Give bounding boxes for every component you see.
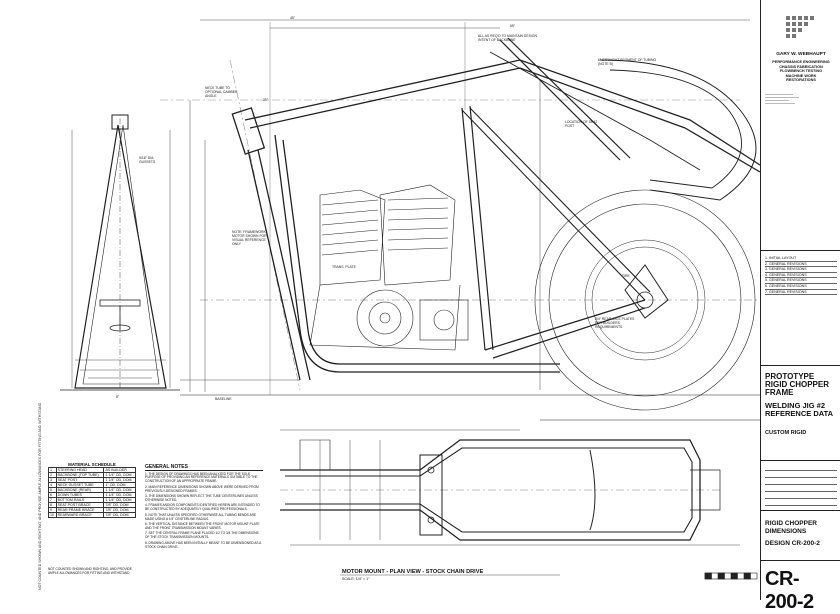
wheelbase-label: 65" xyxy=(510,24,515,28)
overall-length-label: 45" xyxy=(290,16,295,20)
company-logo xyxy=(786,16,814,38)
axle-note: 3/4" REAR AXLE PLATES PER BUILDERS REQUI… xyxy=(595,317,635,330)
front-view xyxy=(60,114,180,391)
backbone-note: ALL AS REQ'D TO MAINTAIN DESIGN INTENT O… xyxy=(478,34,537,43)
frame-drawing xyxy=(60,19,761,580)
revision-row: 6. GENERAL REVISIONS xyxy=(765,284,837,290)
project-model: CUSTOM RIGID xyxy=(765,430,807,436)
seat-post-note: LOCATION OF SEAT POST xyxy=(565,120,598,129)
company-name: GARY W. WEBHAUPT xyxy=(776,52,826,57)
motor-note: NOTE: FRAMEWORK MOTOR SHOWN FOR VISUAL R… xyxy=(232,230,267,247)
front-view-dim: 8" xyxy=(116,395,120,399)
material-item-spec: 1 1/4" OD, DOM xyxy=(103,487,136,493)
revision-row: 2. GENERAL REVISIONS xyxy=(765,262,837,268)
rake-label: 35° xyxy=(263,98,269,102)
revision-row: 4. GENERAL REVISIONS xyxy=(765,273,837,279)
revision-row: 3. GENERAL REVISIONS xyxy=(765,267,837,273)
drawing-info xyxy=(765,464,837,506)
general-note-item: 3. THE DIMENSIONS SHOWN REFLECT THE TUBE… xyxy=(145,494,258,502)
service-item: CHASSIS FABRICATION xyxy=(779,64,823,69)
material-schedule-title: MATERIAL SCHEDULE xyxy=(68,462,116,467)
stretch-note: 6" STRAIGHT SEGMENT OF TUBING (NOTE B) xyxy=(598,58,657,67)
plan-view-scale: SCALE: 1/4" = 1" xyxy=(342,577,370,581)
general-note-item: 6. THE VERTICAL DISTANCE BETWEEN THE FRO… xyxy=(145,521,260,530)
plan-view xyxy=(280,419,760,546)
revision-row: 1. INITIAL LAYOUT xyxy=(765,256,837,262)
general-note-item: 1. THE DESIGN OF DRAWINGS HAS BEEN ANALY… xyxy=(145,471,258,484)
drawing-sheet: 45" 65" 6" STRAIGHT SEGMENT OF TUBING (N… xyxy=(38,16,761,590)
material-item-spec: 1 1/4" OD, DOM xyxy=(103,472,136,478)
drawing-number: CR-200-2 xyxy=(765,568,814,613)
sheet-title: RIGID CHOPPER DIMENSIONS xyxy=(765,520,818,535)
project-title: PROTOTYPE RIGID CHOPPER FRAME xyxy=(765,372,830,397)
neck-note: NECK TUBE TO OPTIONAL CAMBER ANGLE xyxy=(205,86,238,99)
company-address xyxy=(765,92,837,106)
scale-bar xyxy=(704,572,758,580)
design-number: DESIGN CR-200-2 xyxy=(765,540,820,547)
general-notes: GENERAL NOTES 1. THE DESIGN OF DRAWINGS … xyxy=(145,464,263,549)
baseline-label: BASELINE xyxy=(215,397,232,401)
general-note-item: 2. MAIN REFERENCE DIMENSIONS SHOWN ABOVE… xyxy=(145,484,259,493)
title-block: GARY W. WEBHAUPT PERFORMANCE ENGINEERING… xyxy=(760,0,840,613)
material-item-spec: 1 1/4" OD, DOM xyxy=(103,477,136,483)
service-item: MACHINE WORK xyxy=(785,73,817,78)
service-item: RESTORATIONS xyxy=(786,78,816,83)
revision-row: 5. GENERAL REVISIONS xyxy=(765,278,837,284)
general-notes-title: GENERAL NOTES xyxy=(145,464,263,471)
material-item-name: BACKBONE (TOP TUBE) xyxy=(55,472,105,478)
general-note-item: 7. SET THE CENTRAL FRAME PLANE PLACED 1/… xyxy=(145,531,259,540)
side-view-frame xyxy=(160,19,761,411)
material-footnote: NOT COUNTED SHOWN AND RIGHTING, AND PROV… xyxy=(48,567,132,575)
copyright-strip: NOT COUNTED SHOWN AND RIGHTING, AND PROV… xyxy=(38,402,42,590)
material-item-spec: 1 1/4" OD, DOM xyxy=(103,497,136,503)
project-subtitle: WELDING JIG #2 REFERENCE DATA xyxy=(765,401,834,418)
plan-view-title: MOTOR MOUNT - PLAN VIEW - STOCK CHAIN DR… xyxy=(342,569,484,575)
material-item-spec: 7/8" OD, DOM xyxy=(103,512,136,518)
material-item-number: 10 xyxy=(48,512,57,518)
service-item: FLOWBENCH TESTING xyxy=(779,69,823,74)
revision-row: 7. GENERAL REVISIONS xyxy=(765,290,837,296)
gusset-note: 5/16" DIA. GUSSETS xyxy=(139,156,156,165)
material-item-name: REARWARD BRACE xyxy=(55,512,105,518)
general-note-item: 5. NOTE THAT UNLESS SPECIFIED OTHERWISE … xyxy=(145,512,256,521)
general-note-item: 8. DRAWING ABOVE HAS BEEN INITIALLY MEAN… xyxy=(145,540,262,549)
material-item-spec: 1 1/4" OD, DOM xyxy=(103,492,136,498)
service-item: PERFORMANCE ENGINEERING xyxy=(772,60,830,64)
tire-label: TIRE xyxy=(622,274,630,278)
trans-plate-label: TRANS. PLATE xyxy=(332,265,356,269)
general-note-item: 4. FRAMES AND/OR COMPONENTS IDENTIFIED H… xyxy=(145,503,260,512)
